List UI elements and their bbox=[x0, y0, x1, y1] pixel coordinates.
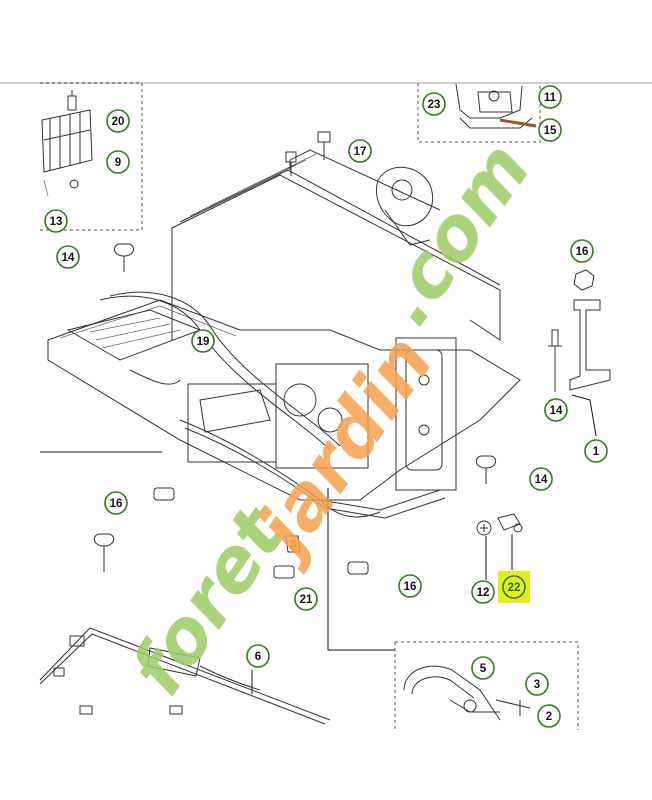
svg-text:14: 14 bbox=[550, 405, 563, 417]
bottom-panel-6 bbox=[39, 627, 331, 725]
callout-9: 9 bbox=[106, 150, 130, 174]
watermark-text-jardin: jardin bbox=[235, 320, 450, 576]
leader-lines bbox=[40, 394, 597, 694]
svg-text:3: 3 bbox=[534, 679, 540, 691]
svg-text:5: 5 bbox=[480, 663, 487, 675]
callout-13: 13 bbox=[44, 209, 68, 233]
svg-text:21: 21 bbox=[300, 594, 313, 606]
svg-text:17: 17 bbox=[354, 146, 367, 158]
svg-text:16: 16 bbox=[576, 246, 589, 258]
svg-text:15: 15 bbox=[544, 125, 557, 137]
svg-text:16: 16 bbox=[404, 581, 417, 593]
svg-text:23: 23 bbox=[428, 99, 441, 111]
callout-1: 1 bbox=[584, 439, 608, 463]
callout-12: 12 bbox=[471, 580, 495, 604]
callout-22-highlighted: 22 bbox=[498, 571, 530, 603]
callout-5: 5 bbox=[471, 656, 495, 680]
svg-text:11: 11 bbox=[544, 92, 557, 104]
svg-text:9: 9 bbox=[115, 157, 121, 169]
callout-19: 19 bbox=[191, 329, 215, 353]
callout-16-right: 16 bbox=[570, 239, 594, 263]
svg-text:14: 14 bbox=[62, 252, 75, 264]
svg-text:14: 14 bbox=[535, 474, 548, 486]
callout-20: 20 bbox=[106, 109, 130, 133]
svg-text:6: 6 bbox=[255, 651, 261, 663]
svg-text:13: 13 bbox=[50, 216, 63, 228]
callout-16-bottom: 16 bbox=[398, 574, 422, 598]
callout-3: 3 bbox=[525, 672, 549, 696]
svg-text:19: 19 bbox=[197, 336, 210, 348]
callouts: 11 15 23 20 9 13 17 14 bbox=[44, 85, 608, 728]
svg-text:16: 16 bbox=[110, 498, 123, 510]
svg-text:20: 20 bbox=[112, 116, 125, 128]
callout-15: 15 bbox=[538, 118, 562, 142]
svg-text:22: 22 bbox=[508, 582, 521, 594]
callout-14-right: 14 bbox=[544, 398, 568, 422]
svg-text:1: 1 bbox=[593, 446, 600, 458]
callout-14-mid: 14 bbox=[529, 467, 553, 491]
callout-21: 21 bbox=[294, 587, 318, 611]
callout-16-left: 16 bbox=[104, 491, 128, 515]
inset-top-right bbox=[417, 83, 541, 143]
watermark-text-com: .com bbox=[362, 127, 547, 340]
inset-top-left bbox=[40, 82, 143, 231]
callout-14-left: 14 bbox=[56, 245, 80, 269]
svg-text:2: 2 bbox=[546, 711, 552, 723]
svg-text:12: 12 bbox=[477, 587, 490, 599]
callout-17: 17 bbox=[348, 139, 372, 163]
callout-6: 6 bbox=[246, 644, 270, 668]
callout-11: 11 bbox=[538, 85, 562, 109]
callout-23: 23 bbox=[422, 92, 446, 116]
inset-bottom-right bbox=[394, 641, 579, 730]
callout-2: 2 bbox=[537, 704, 561, 728]
watermark: foret jardin .com bbox=[114, 127, 547, 710]
